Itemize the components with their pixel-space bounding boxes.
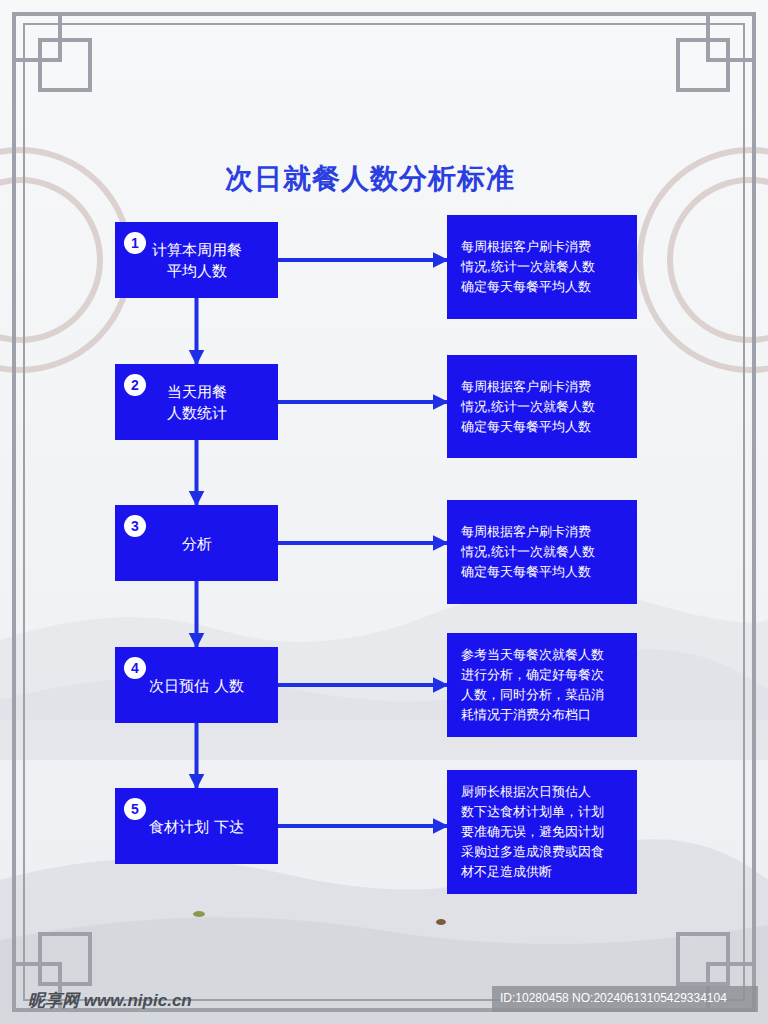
flow-arrow xyxy=(195,440,199,505)
flow-arrow xyxy=(278,258,447,262)
step-text: 次日预估 人数 xyxy=(149,675,243,696)
note-box: 每周根据客户刷卡消费 情况,统计一次就餐人数 确定每天每餐平均人数 xyxy=(447,500,637,604)
flow-arrow xyxy=(195,723,199,788)
process-box: 2当天用餐 人数统计 xyxy=(115,364,278,440)
step-text: 每周根据客户刷卡消费 情况,统计一次就餐人数 确定每天每餐平均人数 xyxy=(461,377,623,437)
step-number: 1 xyxy=(124,232,146,254)
step-number: 5 xyxy=(124,798,146,820)
process-box: 5食材计划 下达 xyxy=(115,788,278,864)
step-text: 厨师长根据次日预估人 数下达食材计划单，计划 要准确无误，避免因计划 采购过多造… xyxy=(461,782,623,882)
step-text: 参考当天每餐次就餐人数 进行分析，确定好每餐次 人数，同时分析，菜品消 耗情况于… xyxy=(461,645,623,725)
note-box: 每周根据客户刷卡消费 情况,统计一次就餐人数 确定每天每餐平均人数 xyxy=(447,215,637,319)
flow-arrow xyxy=(278,824,447,828)
step-text: 当天用餐 人数统计 xyxy=(145,381,249,423)
step-text: 食材计划 下达 xyxy=(149,816,243,837)
note-box: 厨师长根据次日预估人 数下达食材计划单，计划 要准确无误，避免因计划 采购过多造… xyxy=(447,770,637,894)
flow-arrow xyxy=(278,683,447,687)
flow-arrow xyxy=(195,298,199,364)
diagram-title: 次日就餐人数分析标准 xyxy=(0,160,740,198)
note-box: 每周根据客户刷卡消费 情况,统计一次就餐人数 确定每天每餐平均人数 xyxy=(447,355,637,458)
step-number: 4 xyxy=(124,657,146,679)
flow-arrow xyxy=(278,400,447,404)
step-text: 分析 xyxy=(182,533,212,554)
watermark: 昵享网 www.nipic.cn xyxy=(28,989,192,1012)
process-box: 4次日预估 人数 xyxy=(115,647,278,723)
process-box: 1计算本周用餐 平均人数 xyxy=(115,222,278,298)
flow-arrow xyxy=(195,581,199,647)
flow-arrow xyxy=(278,541,447,545)
step-number: 3 xyxy=(124,515,146,537)
step-text: 计算本周用餐 平均人数 xyxy=(145,239,249,281)
process-box: 3 分析 xyxy=(115,505,278,581)
step-text: 每周根据客户刷卡消费 情况,统计一次就餐人数 确定每天每餐平均人数 xyxy=(461,522,623,582)
note-box: 参考当天每餐次就餐人数 进行分析，确定好每餐次 人数，同时分析，菜品消 耗情况于… xyxy=(447,633,637,737)
step-text: 每周根据客户刷卡消费 情况,统计一次就餐人数 确定每天每餐平均人数 xyxy=(461,237,623,297)
watermark: ID:10280458 NO:20240613105429334104 xyxy=(500,991,727,1005)
step-number: 2 xyxy=(124,374,146,396)
